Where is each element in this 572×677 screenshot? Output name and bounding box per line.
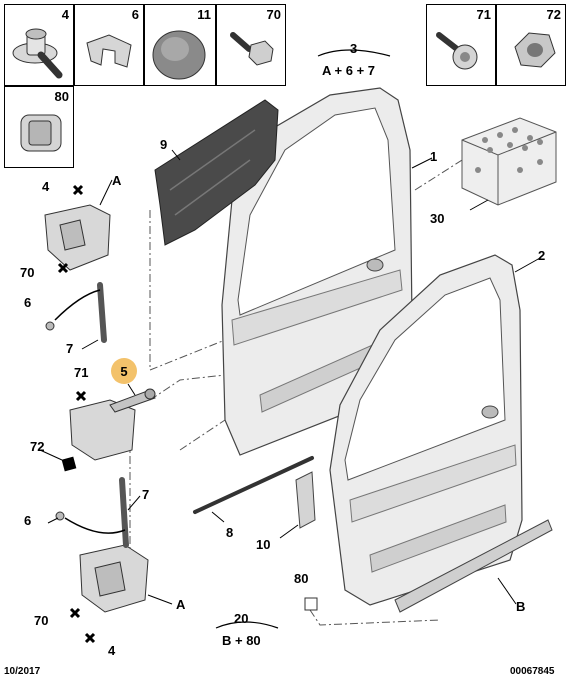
flanged-screw-icon (12, 28, 63, 79)
part-number: 72 (546, 7, 561, 22)
callout-9[interactable]: 9 (160, 137, 168, 152)
callout-80[interactable]: 80 (294, 571, 309, 586)
callout-1[interactable]: 1 (430, 149, 438, 164)
callout-B[interactable]: B (516, 599, 526, 614)
spring-clip-icon (86, 34, 132, 68)
part-number: 80 (54, 89, 69, 104)
middle-hinge (69, 388, 156, 461)
callout-A-upper[interactable]: A (112, 173, 122, 188)
protection-strip (394, 519, 553, 613)
callout-6-lower[interactable]: 6 (24, 513, 32, 528)
part-number: 70 (266, 7, 281, 22)
torx-screw-icon (436, 32, 478, 70)
upper-hinge (44, 204, 111, 271)
upper-hinge-pin (97, 282, 107, 343)
callout-2[interactable]: 2 (538, 248, 546, 263)
part-cell-72[interactable]: 72 (496, 4, 566, 86)
callout-8[interactable]: 8 (226, 525, 234, 540)
part-cell-71[interactable]: 71 (426, 4, 496, 86)
callout-4-lower[interactable]: 4 (108, 643, 116, 658)
callout-7-lower[interactable]: 7 (142, 487, 150, 502)
callout-70-lower[interactable]: 70 (34, 613, 49, 628)
footer-ref: 00067845 (510, 666, 555, 677)
callout-5-highlight[interactable]: 5 (111, 358, 137, 384)
callout-72[interactable]: 72 (30, 439, 45, 454)
clip-80-mark (304, 597, 318, 611)
part-number: 11 (197, 7, 211, 22)
callout-A-lower[interactable]: A (176, 597, 186, 612)
hex-bolt-icon (230, 32, 274, 66)
callout-70-upper[interactable]: 70 (20, 265, 35, 280)
moulding-strip (193, 456, 314, 514)
kit-20-formula: B + 80 (222, 633, 261, 648)
hex-nut-icon (514, 32, 556, 68)
kit-20-number: 20 (234, 611, 249, 626)
lower-hinge (79, 544, 149, 613)
part-cell-4[interactable]: 4 (4, 4, 74, 86)
fixings-box (461, 117, 557, 206)
part-number: 6 (131, 7, 139, 22)
callout-4-upper[interactable]: 4 (42, 179, 50, 194)
callout-71[interactable]: 71 (74, 365, 89, 380)
callout-30[interactable]: 30 (430, 211, 445, 226)
kit-3-number: 3 (350, 41, 358, 56)
nut-72-mark (61, 456, 77, 472)
kit-3-formula: A + 6 + 7 (322, 63, 375, 78)
lower-hinge-pin (119, 477, 129, 548)
push-clip-icon (20, 114, 62, 152)
part-number: 4 (61, 7, 69, 22)
part-cell-11[interactable]: 11 (144, 4, 216, 86)
part-cell-70[interactable]: 70 (216, 4, 286, 86)
callout-10[interactable]: 10 (256, 537, 271, 552)
callout-6-upper[interactable]: 6 (24, 295, 32, 310)
trim-piece (295, 471, 316, 529)
part-number: 71 (476, 7, 491, 22)
round-plug-icon (152, 30, 206, 80)
footer-date: 10/2017 (4, 666, 41, 677)
part-cell-6[interactable]: 6 (74, 4, 144, 86)
part-cell-80[interactable]: 80 (4, 86, 74, 168)
rear-door-panel (329, 254, 523, 606)
callout-7-upper[interactable]: 7 (66, 341, 74, 356)
